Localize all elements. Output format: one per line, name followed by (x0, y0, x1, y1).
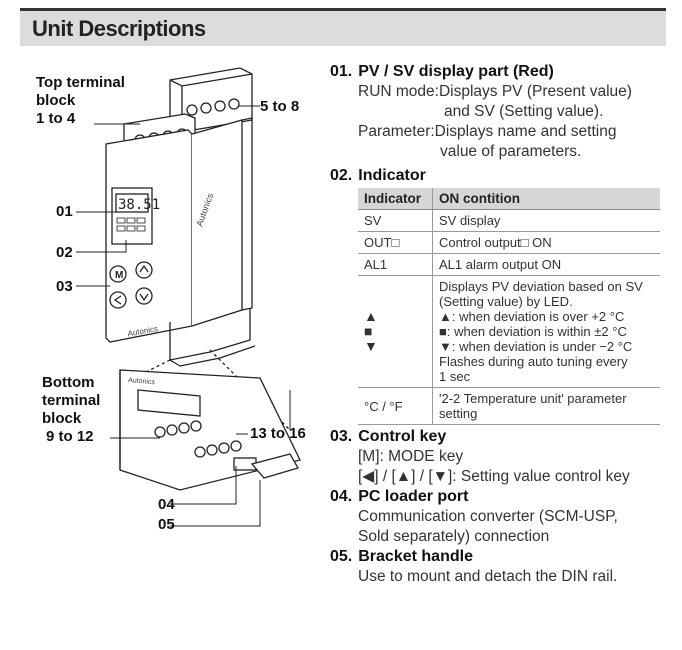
label-bottom-terminal-block: Bottom terminal block 9 to 12 (42, 374, 101, 445)
section-03-body: [M]: MODE key [◀] / [▲] / [▼]: Setting v… (358, 448, 630, 485)
mode-key-glyph: M (115, 270, 123, 281)
label-05: 05 (158, 516, 175, 533)
section-05: 05.Bracket handle Use to mount and detac… (330, 547, 670, 587)
section-02-title: 02.Indicator (330, 167, 426, 184)
label-04: 04 (158, 496, 175, 513)
section-05-body: Use to mount and detach the DIN rail. (358, 568, 618, 585)
section-01-title: 01.PV / SV display part (Red) (330, 63, 554, 80)
down-triangle-icon: ▼ (364, 338, 378, 354)
section-04-title: 04.PC loader port (330, 488, 469, 505)
section-03-title: 03.Control key (330, 428, 447, 445)
brand-bottom: Autonics (128, 377, 156, 386)
col-on-condition: ON contition (432, 188, 660, 210)
section-01-body: RUN mode: Displays PV (Present value) an… (358, 83, 632, 160)
table-row: OUT□Control output□ ON (358, 231, 660, 254)
page-title: Unit Descriptions (32, 16, 206, 41)
header-rule (20, 8, 666, 11)
device-illustration: 38.51 M Autonics Autonics Autonics (76, 67, 301, 527)
table-row-deviation: ▲ ■ ▼ Displays PV deviation based on SV … (358, 275, 660, 388)
up-triangle-icon: ▲ (364, 308, 378, 324)
display-digits: 38.51 (118, 197, 160, 213)
descriptions: 01.PV / SV display part (Red) RUN mode: … (330, 62, 670, 587)
table-row: °C / °F '2-2 Temperature unit' parameter… (358, 387, 660, 425)
label-top-terminal-block: Top terminal block 1 to 4 (36, 74, 125, 127)
label-03: 03 (56, 278, 73, 295)
section-03: 03.Control key [M]: MODE key [◀] / [▲] /… (330, 427, 670, 487)
section-05-title: 05.Bracket handle (330, 548, 473, 565)
square-icon: ■ (364, 323, 373, 339)
deviation-description: Displays PV deviation based on SV (Setti… (432, 275, 660, 388)
label-02: 02 (56, 244, 73, 261)
label-terminals-5-8: 5 to 8 (260, 98, 300, 115)
col-indicator: Indicator (358, 188, 433, 210)
label-01: 01 (56, 203, 73, 220)
deviation-symbols: ▲ ■ ▼ (358, 275, 433, 388)
section-04-body: Communication converter (SCM-USP, Sold s… (358, 508, 618, 545)
section-04: 04.PC loader port Communication converte… (330, 487, 670, 547)
device-figure: 38.51 M Autonics Autonics Autonics Top t… (20, 60, 320, 620)
label-terminals-13-16: 13 to 16 (250, 425, 306, 442)
section-header: Unit Descriptions (20, 8, 666, 46)
section-01: 01.PV / SV display part (Red) RUN mode: … (330, 62, 670, 162)
